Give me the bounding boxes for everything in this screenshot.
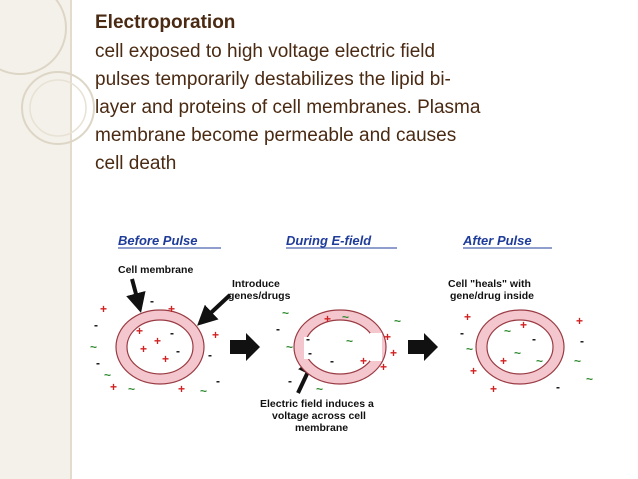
svg-text:~: ~ (574, 354, 581, 368)
svg-text:-: - (330, 354, 334, 368)
svg-text:+: + (136, 324, 143, 338)
svg-text:~: ~ (104, 368, 111, 382)
label-field-line-1: Electric field induces a (260, 398, 374, 410)
label-cell-membrane: Cell membrane (118, 264, 193, 276)
flow-arrow (408, 333, 438, 361)
svg-text:+: + (212, 328, 219, 342)
label-field-line-3: membrane (295, 422, 348, 434)
svg-text:-: - (176, 344, 180, 358)
left-band-divider (70, 0, 72, 479)
svg-text:-: - (170, 326, 174, 340)
svg-text:+: + (576, 314, 583, 328)
svg-text:~: ~ (504, 324, 511, 338)
svg-text:~: ~ (514, 346, 521, 360)
cell-before-interior (126, 319, 194, 375)
svg-text:~: ~ (90, 340, 97, 354)
label-genes-drugs: genes/drugs (228, 290, 291, 302)
pointer-arrow (126, 278, 146, 313)
heading-during-efield: During E-field (286, 233, 372, 248)
body-line: pulses temporarily destabilizes the lipi… (95, 69, 451, 90)
svg-text:+: + (520, 318, 527, 332)
label-heals: Cell "heals" with (448, 278, 531, 290)
svg-text:-: - (460, 326, 464, 340)
svg-text:-: - (216, 374, 220, 388)
label-introduce: Introduce (232, 278, 280, 290)
membrane-pore (370, 333, 382, 361)
heading-before-pulse: Before Pulse (118, 233, 197, 248)
slide-body: cell exposed to high voltage electric fi… (95, 38, 615, 178)
svg-text:+: + (500, 354, 507, 368)
svg-text:+: + (464, 310, 471, 324)
svg-text:-: - (150, 294, 154, 308)
pointer-arrow (197, 293, 232, 326)
svg-text:~: ~ (586, 372, 593, 386)
flow-arrow (230, 333, 260, 361)
svg-text:+: + (154, 334, 161, 348)
cell-after-interior (486, 319, 554, 375)
label-gene-drug-inside: gene/drug inside (450, 290, 534, 302)
svg-text:+: + (162, 352, 169, 366)
svg-text:+: + (324, 312, 331, 326)
electroporation-diagram: Before Pulse During E-field After Pulse … (90, 233, 593, 434)
svg-text:-: - (96, 356, 100, 370)
svg-text:~: ~ (286, 340, 293, 354)
svg-text:+: + (470, 364, 477, 378)
heading-after-pulse: After Pulse (462, 233, 532, 248)
decorative-rings (0, 0, 95, 145)
svg-text:~: ~ (128, 382, 135, 396)
svg-text:-: - (94, 318, 98, 332)
svg-text:-: - (580, 334, 584, 348)
svg-text:+: + (384, 330, 391, 344)
svg-text:+: + (178, 382, 185, 396)
svg-text:~: ~ (342, 310, 349, 324)
svg-text:+: + (390, 346, 397, 360)
svg-text:+: + (168, 302, 175, 316)
svg-text:-: - (556, 380, 560, 394)
body-line: membrane become permeable and causes (95, 125, 457, 146)
svg-text:~: ~ (316, 382, 323, 396)
svg-text:-: - (306, 332, 310, 346)
charge-marks: +- +- ++ -+ +- +- ~- ~+ ~+ -~ ~- ~+ ~~ -… (90, 294, 593, 398)
svg-text:+: + (100, 302, 107, 316)
svg-text:+: + (490, 382, 497, 396)
svg-text:-: - (208, 348, 212, 362)
body-line: cell death (95, 153, 177, 174)
svg-text:~: ~ (282, 306, 289, 320)
membrane-pore (304, 337, 314, 359)
svg-text:+: + (110, 380, 117, 394)
svg-text:-: - (532, 332, 536, 346)
svg-text:-: - (308, 346, 312, 360)
svg-text:~: ~ (346, 334, 353, 348)
slide-title: Electroporation (95, 12, 236, 33)
body-line: layer and proteins of cell membranes. Pl… (95, 97, 481, 118)
label-field-line-2: voltage across cell (272, 410, 366, 422)
svg-text:+: + (360, 354, 367, 368)
svg-text:~: ~ (200, 384, 207, 398)
svg-text:-: - (276, 322, 280, 336)
svg-text:~: ~ (536, 354, 543, 368)
svg-text:+: + (140, 342, 147, 356)
body-line: cell exposed to high voltage electric fi… (95, 41, 436, 62)
svg-text:~: ~ (394, 314, 401, 328)
svg-text:~: ~ (466, 342, 473, 356)
svg-text:+: + (380, 360, 387, 374)
svg-text:-: - (288, 374, 292, 388)
